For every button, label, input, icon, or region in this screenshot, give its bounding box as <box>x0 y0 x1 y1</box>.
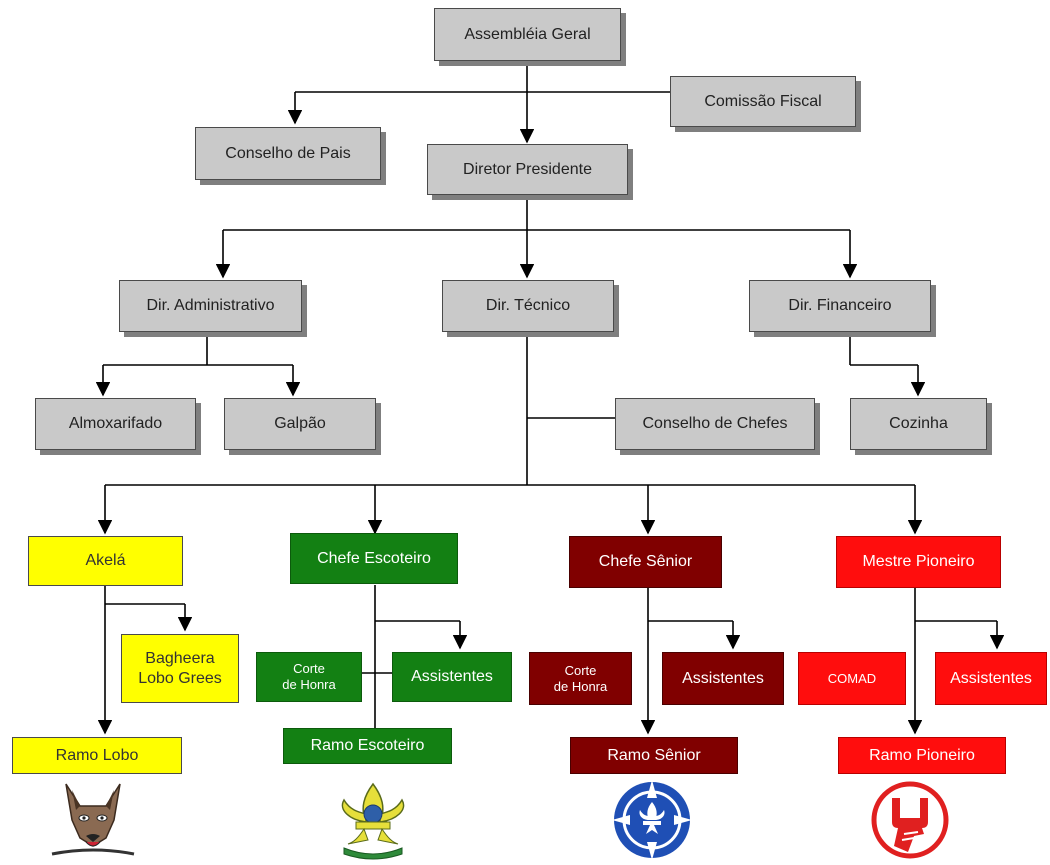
node-label-line1: Corte <box>293 661 325 677</box>
node-comissao-fiscal: Comissão Fiscal <box>670 76 856 127</box>
node-ramo-escoteiro: Ramo Escoteiro <box>283 728 452 764</box>
node-assistentes-senior: Assistentes <box>662 652 784 705</box>
node-label: Assembléia Geral <box>464 25 591 43</box>
node-label: Ramo Sênior <box>607 746 701 764</box>
node-dir-tecnico: Dir. Técnico <box>442 280 614 332</box>
node-ramo-lobo: Ramo Lobo <box>12 737 182 774</box>
node-label: Akelá <box>85 552 126 569</box>
pioneer-hand-emblem <box>871 781 949 859</box>
node-galpao: Galpão <box>224 398 376 450</box>
node-corte-de-honra-senior: Corte de Honra <box>529 652 632 705</box>
node-assistentes-pioneiro: Assistentes <box>935 652 1047 705</box>
node-label: Galpão <box>274 415 326 432</box>
node-label: Comissão Fiscal <box>704 92 822 110</box>
node-label: Almoxarifado <box>68 415 163 432</box>
node-ramo-senior: Ramo Sênior <box>570 737 738 774</box>
node-label: Conselho de Chefes <box>642 415 788 432</box>
node-label: COMAD <box>827 670 877 686</box>
scout-fleur-de-lis-emblem <box>341 782 405 860</box>
node-comad: COMAD <box>798 652 906 705</box>
wolf-emblem <box>51 783 135 856</box>
node-label: Ramo Lobo <box>55 746 139 764</box>
node-label-line1: Bagheera <box>145 649 215 667</box>
node-label-line2: de Honra <box>553 678 608 694</box>
node-label: Dir. Financeiro <box>788 297 892 314</box>
node-label: Chefe Sênior <box>598 553 693 570</box>
node-chefe-senior: Chefe Sênior <box>569 536 722 588</box>
node-label: Assistentes <box>682 669 764 687</box>
node-label: Assistentes <box>950 669 1032 687</box>
node-label-line2: Lobo Grees <box>138 669 222 687</box>
node-bagheera: Bagheera Lobo Grees <box>121 634 239 703</box>
node-diretor-presidente: Diretor Presidente <box>427 144 628 195</box>
node-label: Ramo Pioneiro <box>869 746 975 764</box>
node-akela: Akelá <box>28 536 183 586</box>
node-label: Dir. Técnico <box>485 297 571 314</box>
node-label: Ramo Escoteiro <box>310 737 425 754</box>
node-conselho-de-pais: Conselho de Pais <box>195 127 381 180</box>
node-label: Diretor Presidente <box>463 160 592 178</box>
node-cozinha: Cozinha <box>850 398 987 450</box>
node-label: Dir. Administrativo <box>146 297 275 314</box>
node-dir-financeiro: Dir. Financeiro <box>749 280 931 332</box>
node-label-line1: Corte <box>564 662 597 678</box>
node-almoxarifado: Almoxarifado <box>35 398 196 450</box>
node-ramo-pioneiro: Ramo Pioneiro <box>838 737 1006 774</box>
node-label: Chefe Escoteiro <box>317 549 431 567</box>
node-conselho-de-chefes: Conselho de Chefes <box>615 398 815 450</box>
node-label-line2: de Honra <box>282 677 336 692</box>
node-label: Cozinha <box>889 415 948 432</box>
node-dir-administrativo: Dir. Administrativo <box>119 280 302 332</box>
senior-compass-emblem <box>612 780 692 860</box>
node-assembleia-geral: Assembléia Geral <box>434 8 621 61</box>
node-label: Mestre Pioneiro <box>862 553 975 570</box>
node-corte-de-honra-escoteiro: Corte de Honra <box>256 652 362 702</box>
node-label: Assistentes <box>411 668 493 685</box>
node-assistentes-escoteiro: Assistentes <box>392 652 512 702</box>
node-chefe-escoteiro: Chefe Escoteiro <box>290 533 458 584</box>
node-mestre-pioneiro: Mestre Pioneiro <box>836 536 1001 588</box>
node-label: Conselho de Pais <box>225 144 351 162</box>
